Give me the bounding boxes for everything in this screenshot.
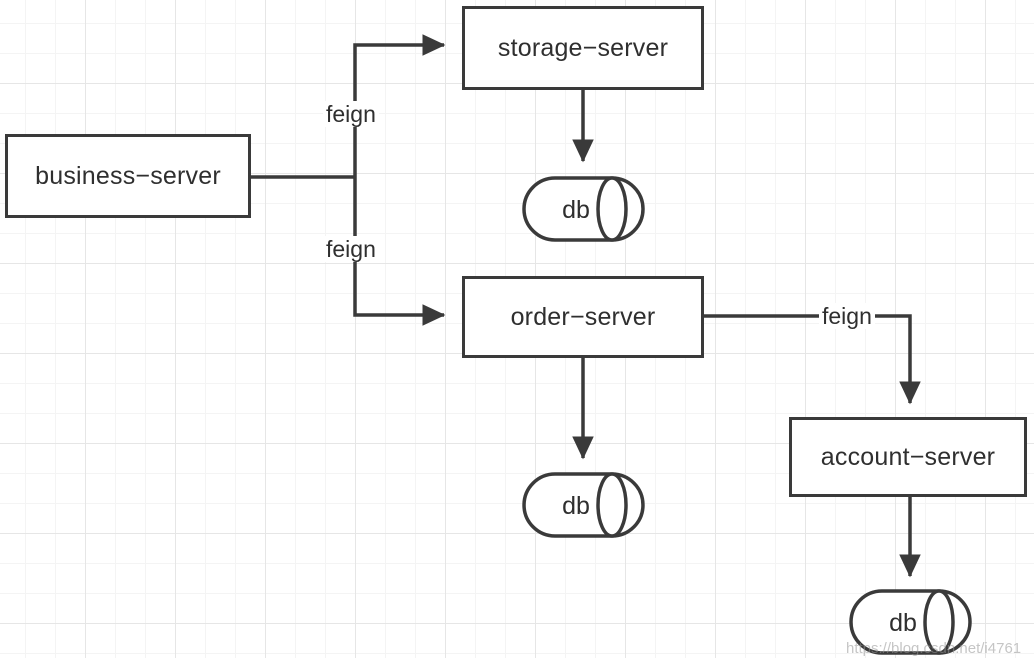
- node-label-business-server: business−server: [35, 161, 221, 190]
- node-label-storage-server: storage−server: [497, 33, 669, 62]
- node-business-server[interactable]: business−server: [5, 134, 251, 218]
- db-shape-storage: [522, 176, 645, 242]
- db-shape-account: [849, 589, 972, 655]
- node-storage-server[interactable]: storage−server: [462, 6, 704, 90]
- edge-business-to-order: [353, 177, 446, 326]
- db-shape-order: [522, 472, 645, 538]
- edge-label-business-to-storage: feign: [323, 101, 379, 127]
- node-label-account-db: db: [889, 609, 917, 637]
- node-label-account-server: account−server: [820, 442, 996, 471]
- edge-label-order-to-account: feign: [819, 303, 875, 329]
- node-label-order-server: order−server: [510, 302, 656, 331]
- node-account-server[interactable]: account−server: [789, 417, 1027, 497]
- edge-order-to-account: [704, 314, 921, 405]
- node-order-server[interactable]: order−server: [462, 276, 704, 358]
- edge-business-to-storage: [251, 34, 446, 179]
- node-label-order-db: db: [562, 492, 590, 520]
- node-label-storage-db: db: [562, 196, 590, 224]
- edge-label-business-to-order: feign: [323, 236, 379, 262]
